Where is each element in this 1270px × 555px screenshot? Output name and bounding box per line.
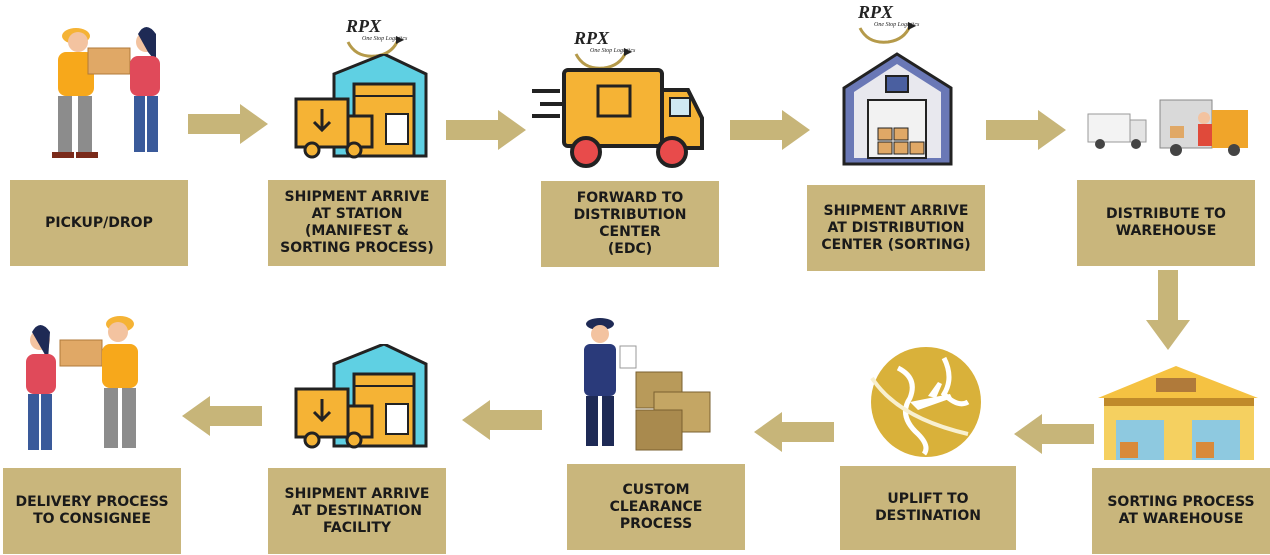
logo-brand: RPX bbox=[857, 2, 894, 22]
step-box-arrive-distribution: SHIPMENT ARRIVE AT DISTRIBUTION CENTER (… bbox=[807, 185, 985, 271]
arrow-right-icon bbox=[730, 110, 810, 150]
logo-brand: RPX bbox=[345, 16, 382, 36]
step-box-sorting-warehouse: SORTING PROCESS AT WAREHOUSE bbox=[1092, 468, 1270, 554]
step-label: CUSTOM CLEARANCE PROCESS bbox=[609, 481, 703, 532]
vans-icon bbox=[1087, 99, 1248, 156]
sorting-warehouse-icon bbox=[1098, 366, 1258, 460]
station-truck-icon bbox=[294, 54, 428, 159]
step-box-delivery-consignee: DELIVERY PROCESS TO CONSIGNEE bbox=[3, 468, 181, 554]
delivery-truck-icon bbox=[532, 68, 704, 168]
customs-officer-icon bbox=[584, 318, 711, 451]
logo-brand: RPX bbox=[573, 28, 610, 48]
step-label: FORWARD TO DISTRIBUTION CENTER (EDC) bbox=[573, 190, 687, 257]
globe-plane-icon bbox=[870, 347, 981, 457]
step-label: SHIPMENT ARRIVE AT DESTINATION FACILITY bbox=[284, 485, 430, 536]
step-box-forward-edc: FORWARD TO DISTRIBUTION CENTER (EDC) bbox=[541, 181, 719, 267]
logo-tagline: One Stop Logistics bbox=[590, 48, 636, 54]
logo-tagline: One Stop Logistics bbox=[362, 36, 408, 42]
step-box-pickup-drop: PICKUP/DROP bbox=[10, 180, 188, 266]
step-box-distribute-warehouse: DISTRIBUTE TO WAREHOUSE bbox=[1077, 180, 1255, 266]
step-label: SORTING PROCESS AT WAREHOUSE bbox=[1107, 494, 1255, 527]
step-label: PICKUP/DROP bbox=[45, 214, 153, 231]
facility-truck-icon bbox=[294, 344, 428, 449]
step-label: SHIPMENT ARRIVE AT DISTRIBUTION CENTER (… bbox=[821, 202, 971, 253]
logo-tagline: One Stop Logistics bbox=[874, 22, 920, 28]
arrow-right-icon bbox=[446, 110, 526, 150]
arrow-right-icon bbox=[986, 110, 1066, 150]
step-label: SHIPMENT ARRIVE AT STATION (MANIFEST & S… bbox=[280, 189, 434, 256]
arrow-left-icon bbox=[1014, 414, 1094, 454]
arrow-right-icon bbox=[188, 104, 268, 144]
warehouse-icon bbox=[842, 52, 953, 166]
handover-people-icon bbox=[52, 27, 160, 158]
step-label: UPLIFT TO DESTINATION bbox=[875, 491, 981, 524]
step-box-uplift: UPLIFT TO DESTINATION bbox=[840, 466, 1016, 550]
arrow-left-icon bbox=[462, 400, 542, 440]
arrow-left-icon bbox=[182, 396, 262, 436]
arrow-down-icon bbox=[1146, 270, 1190, 350]
arrow-left-icon bbox=[754, 412, 834, 452]
step-box-custom-clearance: CUSTOM CLEARANCE PROCESS bbox=[567, 464, 745, 550]
step-box-arrive-destination: SHIPMENT ARRIVE AT DESTINATION FACILITY bbox=[268, 468, 446, 554]
delivery-people-icon bbox=[26, 316, 138, 450]
step-box-arrive-station: SHIPMENT ARRIVE AT STATION (MANIFEST & S… bbox=[268, 180, 446, 266]
step-label: DELIVERY PROCESS TO CONSIGNEE bbox=[15, 494, 169, 527]
step-label: DISTRIBUTE TO WAREHOUSE bbox=[1106, 206, 1226, 239]
